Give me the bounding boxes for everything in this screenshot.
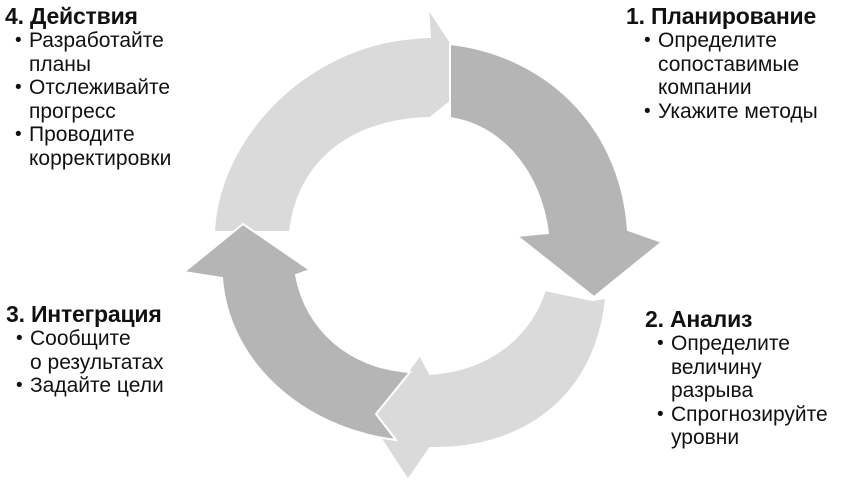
list-item: Спрогнозируйте <box>657 403 828 427</box>
step-actions: 4. Действия РазработайтепланыОтслеживайт… <box>5 3 171 170</box>
step-actions-title: 4. Действия <box>5 3 138 29</box>
list-item: Определите <box>644 29 818 53</box>
step-plan-list: ОпределитесопоставимыекомпанииУкажите ме… <box>644 29 818 123</box>
list-item: планы <box>29 52 91 76</box>
cycle-arrow-actions <box>212 4 478 233</box>
list-item: Сообщите <box>16 327 164 351</box>
list-item: Отслеживайте <box>15 76 171 100</box>
list-item: уровни <box>671 426 740 449</box>
list-item: Проводите <box>15 123 171 147</box>
cycle-arrow-analysis <box>368 288 608 482</box>
step-plan: 1. Планирование Определитесопоставимыеко… <box>626 3 818 123</box>
list-item: о результатах <box>30 350 164 374</box>
list-item: компании <box>658 76 752 99</box>
list-item: разрыва <box>671 379 754 402</box>
list-item: Укажите методы <box>644 100 818 124</box>
step-analysis: 2. Анализ ОпределитевеличинуразрываСпрог… <box>645 306 828 450</box>
step-analysis-list: ОпределитевеличинуразрываСпрогнозируйтеу… <box>657 332 828 450</box>
list-item: Определите <box>657 332 828 356</box>
step-analysis-title: 2. Анализ <box>645 306 753 332</box>
step-integration-title: 3. Интеграция <box>6 301 162 327</box>
step-plan-title: 1. Планирование <box>626 3 817 29</box>
list-item: Разработайте <box>15 29 171 53</box>
list-item: корректировки <box>29 146 172 170</box>
list-item: прогресс <box>29 99 116 123</box>
list-item: сопоставимые <box>658 52 800 76</box>
step-actions-list: РазработайтепланыОтслеживайтепрогрессПро… <box>15 29 171 170</box>
cycle-arrow-integration <box>181 222 412 442</box>
list-item: величину <box>671 355 762 379</box>
list-item: Задайте цели <box>16 374 164 398</box>
cycle-arrow-plan <box>449 42 665 299</box>
